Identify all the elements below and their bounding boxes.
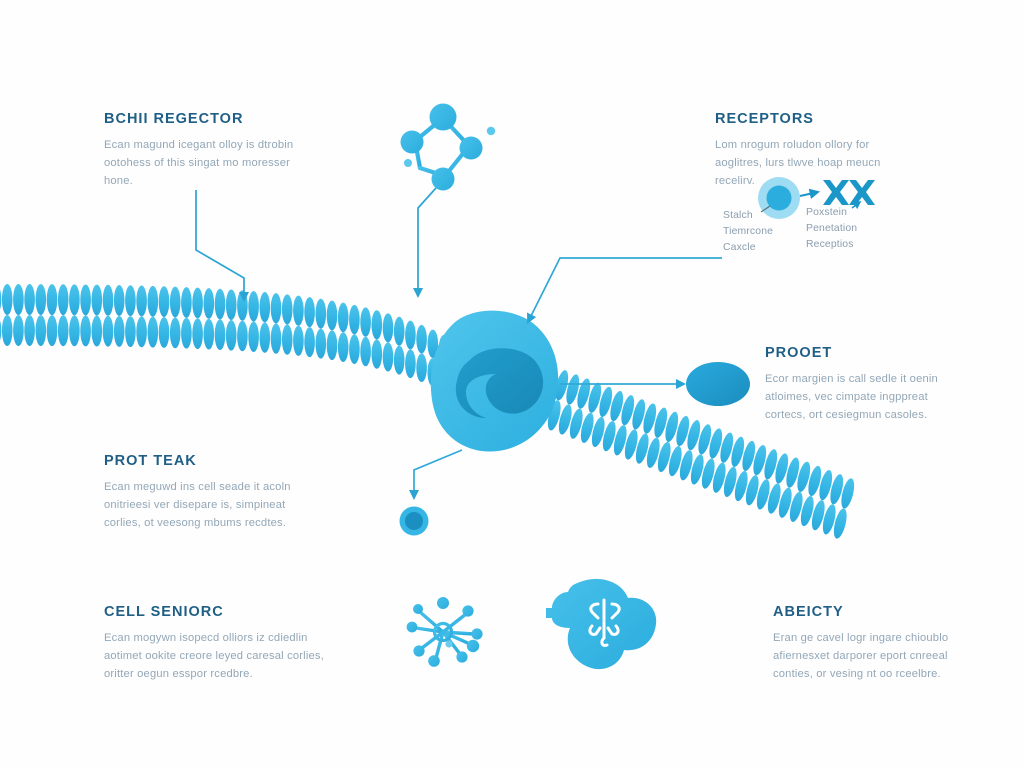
inset-xx-marker <box>823 180 875 205</box>
inset-receptor-diagram <box>758 177 875 219</box>
callout-title: CELL SENIORC <box>104 604 224 620</box>
callout-body: Ecan meguwd ins cell seade it acoln onit… <box>104 481 291 530</box>
callout-top-right: RECEPTORS Lom nrogum roludon ollory for … <box>715 111 910 190</box>
membrane-bilayer-left <box>0 284 450 392</box>
callout-top-left: BCHII REGECTOR Ecan magund icegant olloy… <box>104 111 319 190</box>
callout-body: Ecan mogywn isopecd olliors iz cdiedlin … <box>104 632 324 681</box>
cell-blob-molecule-icon <box>546 578 657 670</box>
callout-bottom-right: ABEICTY Eran ge cavel logr ingare chioub… <box>773 604 963 683</box>
callout-title: RECEPTORS <box>715 111 814 127</box>
callout-body: Lom nrogum roludon ollory for aoglitres,… <box>715 139 881 188</box>
callout-title: PROOET <box>765 345 833 361</box>
callout-body: Ecan magund icegant olloy is dtrobin oot… <box>104 139 294 188</box>
callout-body: Eran ge cavel logr ingare chioublo afier… <box>773 632 949 681</box>
callout-title: BCHII REGECTOR <box>104 111 244 127</box>
connector-top-left[interactable] <box>195 190 250 303</box>
radial-molecule-icon <box>406 597 483 667</box>
connector-top-right[interactable] <box>527 257 722 324</box>
molecule-network-icon <box>400 103 496 191</box>
inset-right-label: Poxstein Penetation Receptios <box>806 207 858 251</box>
connector-molecule-to-membrane[interactable] <box>412 187 437 299</box>
protein-ellipse-icon <box>686 362 750 406</box>
inset-left-label: Stalch Tiemrcone Caxcle <box>723 210 774 254</box>
callout-title: PROT TEAK <box>104 453 197 469</box>
callout-mid-left: PROT TEAK Ecan meguwd ins cell seade it … <box>104 453 319 532</box>
callout-body: Ecor margien is call sedle it oenin atlo… <box>765 373 938 422</box>
connector-protein-to-receptor[interactable] <box>408 449 463 501</box>
callout-bottom-left: CELL SENIORC Ecan mogywn isopecd olliors… <box>104 604 324 683</box>
callout-mid-right: PROOET Ecor margien is call sedle it oen… <box>765 345 960 424</box>
receptor-dot-icon <box>399 506 429 536</box>
channel-protein <box>430 310 559 452</box>
callout-title: ABEICTY <box>773 604 844 620</box>
